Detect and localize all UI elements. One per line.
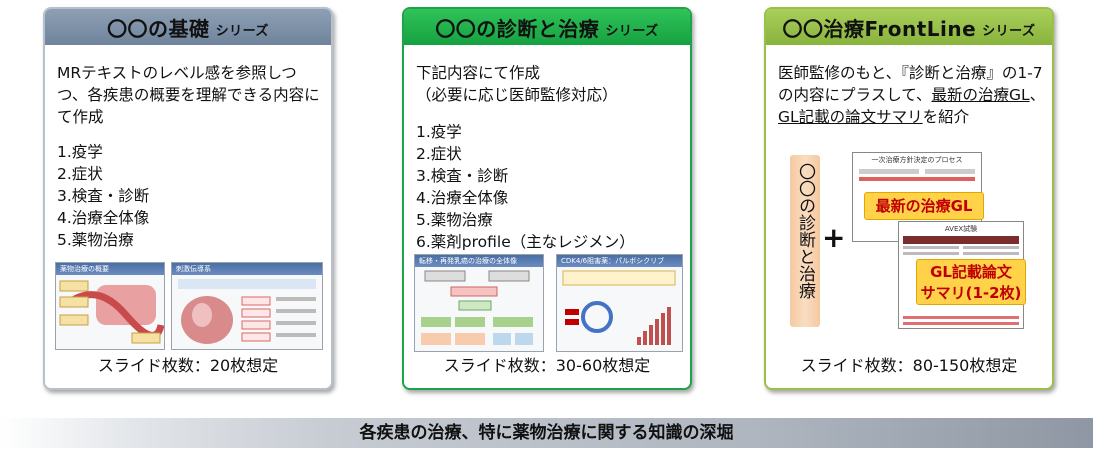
card-title: 〇〇の基礎 <box>107 16 210 41</box>
list-item: 4.治療全体像 <box>416 189 509 207</box>
card-series-label: シリーズ <box>982 23 1036 39</box>
series-card-diagnosis-treatment: 〇〇の診断と治療 シリーズ 下記内容にて作成 （必要に応じ医師監修対応） 1.疫… <box>402 7 692 390</box>
summary-banner: 各疾患の治療、特に薬物治療に関する知識の深堀 <box>0 418 1093 448</box>
description-text: 、 <box>1029 86 1046 104</box>
plus-icon: + <box>822 221 846 254</box>
slide-count: スライド枚数：30-60枚想定 <box>443 356 651 375</box>
thumbnail-title: 刺激伝導系 <box>172 263 322 275</box>
content-list: 1.疫学 2.症状 3.検査・診断 4.治療全体像 5.薬物治療 <box>57 141 149 251</box>
description-text: を紹介 <box>922 108 970 126</box>
description-line: （必要に応じ医師監修対応） <box>416 86 618 104</box>
slide-thumbnail: 刺激伝導系 <box>171 262 323 350</box>
callout-line: サマリ(1-2枚) <box>920 284 1022 302</box>
card-series-label: シリーズ <box>605 23 659 39</box>
content-list: 1.疫学 2.症状 3.検査・診断 4.治療全体像 5.薬物治療 6.薬剤pro… <box>416 121 635 253</box>
doc-title: AVEX試験 <box>944 225 978 233</box>
drug-profile-illustration-icon <box>562 270 676 345</box>
paper-summary-callout: GL記載論文 サマリ(1-2枚) <box>916 259 1026 305</box>
thumbnail-title: 転移・再発乳癌の治療の全体像 <box>415 255 543 267</box>
description-underlined: GL記載の論文サマリ <box>778 108 923 126</box>
list-item: 2.症状 <box>57 165 103 183</box>
series-card-basics: 〇〇の基礎 シリーズ MRテキストのレベル感を参照しつつ、各疾患の概要を理解でき… <box>43 7 333 390</box>
list-item: 4.治療全体像 <box>57 209 150 227</box>
list-item: 5.薬物治療 <box>57 231 134 249</box>
slide-count: スライド枚数：80-150枚想定 <box>800 356 1018 375</box>
heart-conduction-illustration-icon <box>178 279 316 344</box>
doc-title: 一次治療方針決定のプロセス <box>871 156 963 164</box>
card-title: 〇〇治療FrontLine <box>782 16 977 41</box>
list-item: 1.疫学 <box>416 123 462 141</box>
series-card-frontline: 〇〇治療FrontLine シリーズ 医師監修のもと、『診断と治療』の1-7の内… <box>764 7 1054 390</box>
latest-guideline-callout: 最新の治療GL <box>864 192 984 220</box>
vertical-series-label: 〇〇の診断と治療 <box>790 155 820 327</box>
slide-count: スライド枚数：20枚想定 <box>97 356 279 375</box>
list-item: 3.検査・診断 <box>57 187 150 205</box>
doc-table-icon <box>903 236 1019 325</box>
thumbnail-title: 薬物治療の概要 <box>56 263 164 275</box>
description-underlined: 最新の治療GL <box>931 86 1030 104</box>
description-text: 医師監修のもと、『診断と治療』の1-7の内容にプラスして、 <box>778 64 1043 104</box>
flowchart-illustration-icon <box>421 270 533 345</box>
list-item: 1.疫学 <box>57 143 103 161</box>
card-title: 〇〇の診断と治療 <box>435 16 600 41</box>
slide-thumbnail: 転移・再発乳癌の治療の全体像 <box>414 254 544 352</box>
callout-line: GL記載論文 <box>930 263 1012 281</box>
card-description: MRテキストのレベル感を参照しつつ、各疾患の概要を理解できる内容にて作成 <box>57 64 320 126</box>
slide-thumbnail: CDK4/6阻害薬：パルボシクリブ <box>556 254 683 352</box>
card-header: 〇〇治療FrontLine シリーズ <box>766 9 1052 45</box>
list-item: 5.薬物治療 <box>416 211 493 229</box>
list-item: 3.検査・診断 <box>416 167 509 185</box>
card-description: 下記内容にて作成 （必要に応じ医師監修対応） <box>416 62 686 106</box>
heart-vessel-illustration-icon <box>59 280 164 344</box>
thumbnail-title: CDK4/6阻害薬：パルボシクリブ <box>557 255 682 267</box>
doc-lines-icon <box>859 169 975 181</box>
list-item: 6.薬剤profile（主なレジメン） <box>416 233 635 251</box>
list-item: 2.症状 <box>416 145 462 163</box>
card-series-label: シリーズ <box>215 23 269 39</box>
slide-thumbnail: 薬物治療の概要 <box>55 262 165 350</box>
description-line: 下記内容にて作成 <box>416 64 541 82</box>
card-header: 〇〇の基礎 シリーズ <box>45 9 331 45</box>
card-description: 医師監修のもと、『診断と治療』の1-7の内容にプラスして、最新の治療GL、 GL記… <box>778 62 1048 128</box>
card-header: 〇〇の診断と治療 シリーズ <box>404 9 690 45</box>
